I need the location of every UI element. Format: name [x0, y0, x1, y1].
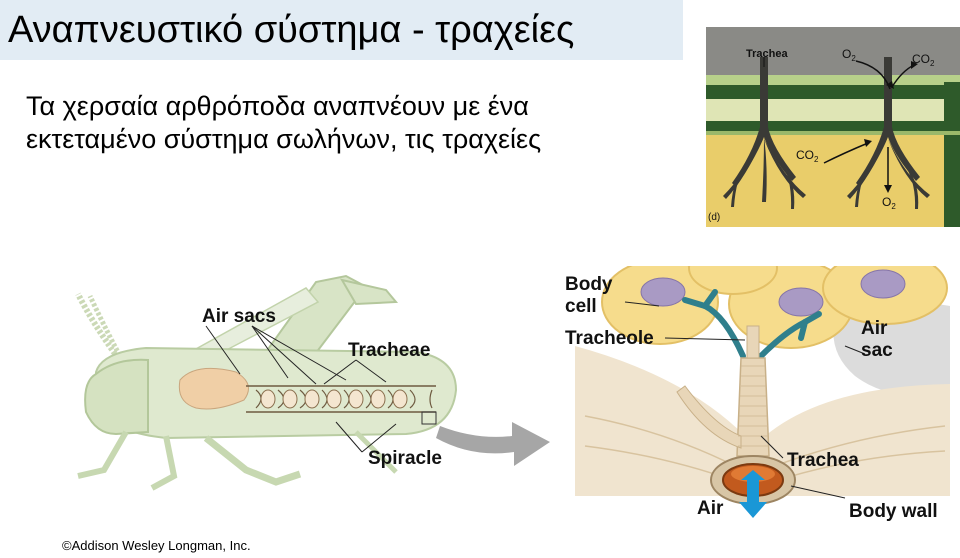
tracheae-label: Tracheae [348, 340, 430, 361]
air-sacs-label: Air sacs [202, 306, 276, 327]
trachea-detail-label: Trachea [787, 450, 859, 471]
body-line-1: Τα χερσαία αρθρόποδα αναπνέουν με ένα [26, 91, 529, 121]
air-label: Air [697, 498, 724, 519]
slide-title: Αναπνευστικό σύστημα - τραχείες [8, 9, 575, 51]
spiracle-label: Spiracle [368, 448, 442, 469]
grasshopper-figure: Air sacs Tracheae Spiracle [56, 262, 556, 538]
o2-bottom-label: O2 [882, 195, 896, 211]
body-cell-label-1: Body [565, 274, 613, 295]
copyright-credit: ©Addison Wesley Longman, Inc. [62, 538, 251, 553]
air-sac-label-1: Air [861, 318, 888, 339]
body-line-2: εκτεταμένο σύστημα σωλήνων, τις τραχείες [26, 124, 542, 154]
body-wall-label: Body wall [849, 501, 938, 522]
o2-top-label: O2 [842, 47, 856, 63]
tracheole-label: Tracheole [565, 328, 654, 349]
co2-top-label: CO2 [912, 52, 935, 68]
title-bar [0, 0, 683, 60]
tracheal-system-figure: Trachea O2 CO2 CO2 O2 (d) [706, 27, 960, 227]
trachea-label: Trachea [746, 48, 788, 60]
air-sac-label-2: sac [861, 340, 893, 361]
body-cell-label-2: cell [565, 296, 597, 317]
tracheole-detail-figure: Body cell Tracheole Air sac Trachea Air … [565, 266, 950, 528]
panel-tag: (d) [708, 212, 720, 223]
co2-mid-label: CO2 [796, 148, 819, 164]
slide-body: Τα χερσαία αρθρόποδα αναπνέουν με ένα εκ… [26, 90, 626, 156]
